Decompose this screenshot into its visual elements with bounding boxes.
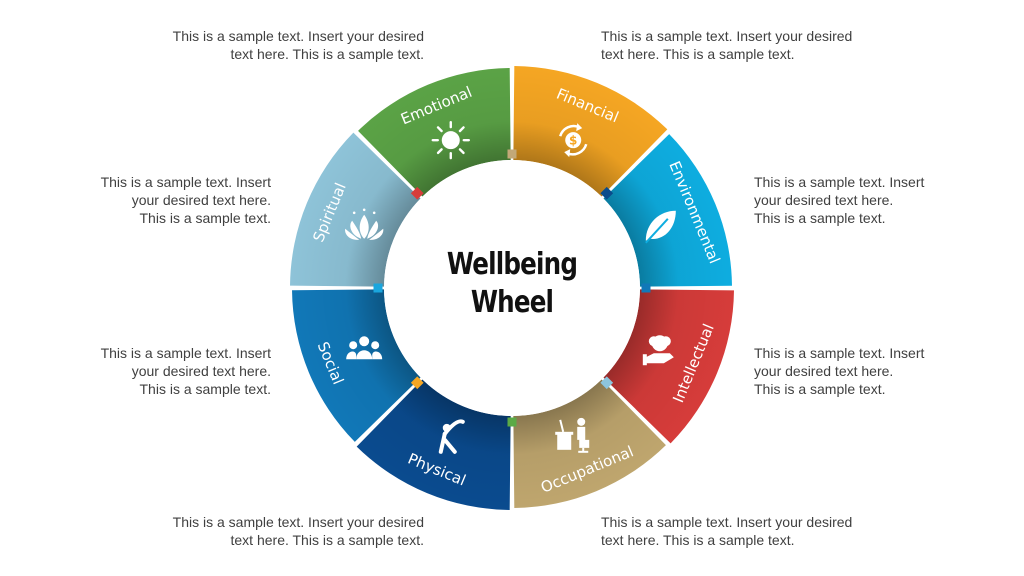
divider-marker	[410, 186, 424, 200]
description-line: This is a sample text. Insert	[754, 345, 925, 361]
description-line: This is a sample text. Insert	[100, 174, 271, 190]
description-bottom-left: This is a sample text. Insert your desir…	[120, 513, 424, 549]
description-bottom-right: This is a sample text. Insert your desir…	[601, 513, 921, 549]
segment-emotional: Emotional	[358, 68, 511, 197]
stretching-person-icon	[438, 419, 465, 454]
group-people-icon	[346, 336, 383, 360]
description-line: your desired text here.	[754, 192, 894, 208]
divider-marker	[410, 376, 424, 390]
description-line: your desired text here.	[131, 192, 271, 208]
segment-social: Social	[292, 289, 421, 442]
segment-physical: Physical	[356, 379, 511, 510]
divider-marker	[641, 283, 651, 293]
description-top-left: This is a sample text. Insert your desir…	[120, 27, 424, 63]
description-lower-right: This is a sample text. Insert your desir…	[754, 344, 994, 398]
description-line: This is a sample text.	[754, 381, 886, 397]
segment-intellectual: Intellectual	[603, 289, 734, 444]
description-line: text here. This is a sample text.	[601, 46, 795, 62]
description-line: your desired text here.	[131, 363, 271, 379]
description-line: This is a sample text. Insert your desir…	[601, 514, 853, 530]
segment-spiritual: Spiritual	[290, 132, 421, 287]
description-line: This is a sample text. Insert	[754, 174, 925, 190]
description-line: This is a sample text.	[139, 381, 272, 397]
lotus-icon	[345, 208, 384, 240]
description-line: This is a sample text.	[754, 210, 886, 226]
divider-marker	[373, 283, 383, 293]
description-line: This is a sample text. Insert your desir…	[172, 28, 424, 44]
title-line-1: Wellbeing	[446, 247, 578, 282]
description-line: text here. This is a sample text.	[230, 46, 425, 62]
description-line: This is a sample text.	[139, 210, 272, 226]
brain-hand-icon	[642, 335, 674, 366]
leaf-icon	[645, 210, 676, 244]
divider-marker	[507, 417, 517, 427]
wheel-title: Wellbeing Wheel	[430, 246, 594, 322]
description-upper-right: This is a sample text. Insert your desir…	[754, 173, 994, 227]
divider-marker	[507, 149, 517, 159]
sun-icon	[431, 120, 470, 160]
desk-worker-icon	[555, 417, 590, 453]
description-upper-left: This is a sample text. Insert your desir…	[40, 173, 271, 227]
segment-financial: Financial$	[513, 66, 668, 197]
description-line: This is a sample text. Insert your desir…	[601, 28, 853, 44]
description-line: text here. This is a sample text.	[230, 532, 425, 548]
segment-environmental: Environmental	[603, 134, 732, 287]
description-line: This is a sample text. Insert your desir…	[172, 514, 424, 530]
description-lower-left: This is a sample text. Insert your desir…	[40, 344, 271, 398]
description-top-right: This is a sample text. Insert your desir…	[601, 27, 921, 63]
svg-text:$: $	[569, 134, 577, 148]
description-line: This is a sample text. Insert	[100, 345, 271, 361]
description-line: text here. This is a sample text.	[601, 532, 795, 548]
description-line: your desired text here.	[754, 363, 894, 379]
center-circle	[384, 160, 640, 416]
title-line-2: Wheel	[470, 285, 554, 320]
dollar-cycle-icon: $	[559, 123, 588, 158]
